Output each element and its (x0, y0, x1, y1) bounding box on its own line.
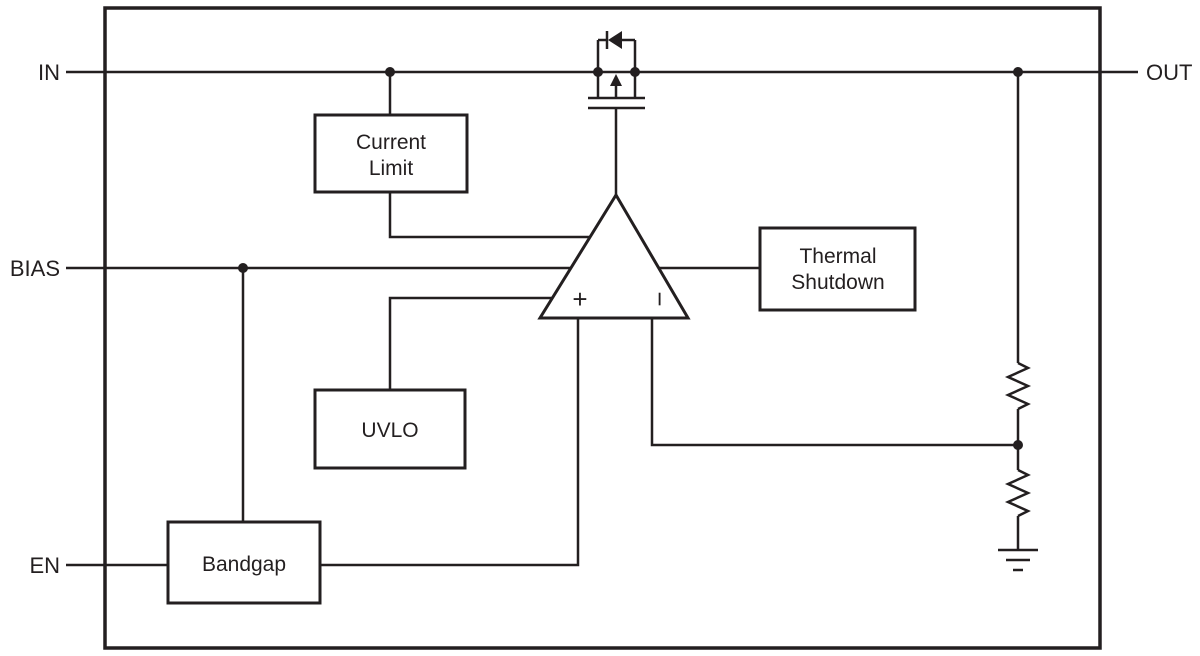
bandgap-to-amp-wire (320, 318, 580, 567)
thermal-shutdown-box (758, 226, 917, 312)
current-limit-label-line2: Limit (369, 157, 414, 180)
uvlo-block: UVLO (313, 388, 467, 470)
ground-symbol (998, 548, 1038, 572)
body-diode (596, 31, 637, 72)
chip-boundary (103, 6, 1102, 650)
current-limit-label-line1: Current (356, 131, 426, 154)
thermal-shutdown-label-line2: Shutdown (791, 271, 884, 294)
junction-dot-fet-source (593, 67, 603, 77)
pin-label-out: OUT (1146, 60, 1192, 85)
error-amplifier-triangle (537, 192, 691, 320)
junction-dot-bias-bandgap (238, 263, 248, 273)
feedback-divider (998, 72, 1038, 572)
junction-dot-out-divider (1013, 67, 1023, 77)
pin-label-en: EN (29, 553, 60, 578)
bandgap-label: Bandgap (202, 553, 286, 576)
uvlo-to-amp-wire (388, 296, 552, 390)
junction-dot-feedback-node (1013, 440, 1023, 450)
junction-dot-in-current-limit (385, 67, 395, 77)
uvlo-box (313, 388, 467, 470)
junction-dot-fet-drain (630, 67, 640, 77)
feedback-resistor-bottom (1004, 468, 1032, 518)
bandgap-block: Bandgap (166, 520, 322, 605)
feedback-wire (650, 318, 1018, 447)
feedback-resistor-top (1004, 361, 1032, 411)
noninverting-input-label: + (572, 284, 587, 314)
uvlo-label: UVLO (361, 419, 418, 442)
diode-anode-triangle (608, 31, 622, 49)
pass-transistor (588, 72, 645, 195)
inverting-input-label: − (645, 291, 675, 306)
thermal-shutdown-block: Thermal Shutdown (758, 226, 917, 312)
error-amplifier: + − (537, 192, 691, 320)
pin-label-bias: BIAS (10, 256, 60, 281)
current-limit-to-amp-wire (388, 192, 590, 239)
pin-label-in: IN (38, 60, 60, 85)
fet-arrow-head (610, 74, 622, 86)
thermal-shutdown-label-line1: Thermal (799, 245, 876, 268)
bandgap-box (166, 520, 322, 605)
current-limit-box (313, 113, 469, 194)
current-limit-block: Current Limit (313, 113, 469, 194)
